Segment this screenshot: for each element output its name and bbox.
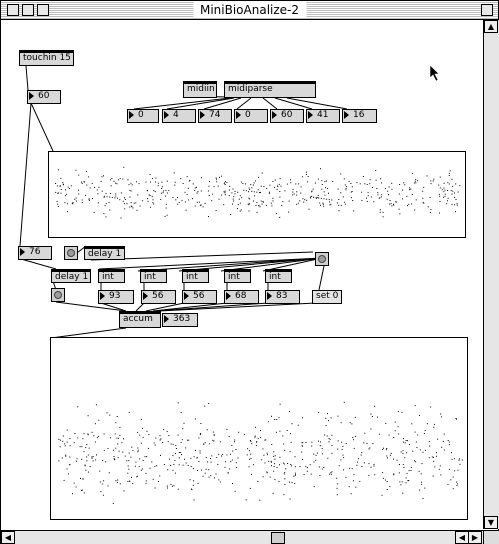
- accum-number-box[interactable]: 363: [162, 313, 198, 327]
- delay-object-left[interactable]: delay 1: [51, 269, 91, 283]
- int-number-box[interactable]: 56: [141, 290, 176, 304]
- midi-number-box[interactable]: 0: [234, 109, 268, 123]
- set-message-box[interactable]: set 0: [312, 290, 342, 304]
- horizontal-scroll-thumb[interactable]: [271, 532, 285, 544]
- scatter-display-top[interactable]: [48, 151, 466, 238]
- scatter-plot-top: [55, 166, 461, 219]
- int-number-box[interactable]: 83: [265, 290, 300, 304]
- scroll-left-icon[interactable]: ◀: [1, 531, 15, 544]
- title-bar[interactable]: MiniBioAnalize-2: [1, 1, 498, 20]
- delay-object-top[interactable]: delay 1: [84, 246, 125, 260]
- midi-number-box[interactable]: 60: [270, 109, 304, 123]
- midi-number-box[interactable]: 0: [127, 109, 159, 123]
- midi-number-box[interactable]: 41: [306, 109, 340, 123]
- bang-button[interactable]: [315, 252, 329, 266]
- int-object[interactable]: int: [98, 269, 125, 283]
- zoom-box-icon[interactable]: [22, 4, 34, 16]
- touchin-object[interactable]: touchin 15: [19, 50, 74, 66]
- scatter-display-bottom[interactable]: [50, 337, 468, 520]
- scroll-down-icon[interactable]: ▼: [484, 516, 498, 529]
- scatter-plot-bottom: [58, 401, 463, 504]
- bang-button[interactable]: [64, 246, 78, 260]
- int-number-box[interactable]: 68: [224, 290, 259, 304]
- resize-grip-icon[interactable]: [483, 530, 499, 544]
- scroll-left-icon[interactable]: ◀: [455, 531, 469, 544]
- close-box-icon[interactable]: [7, 4, 19, 16]
- vertical-scrollbar[interactable]: ▲ ▼: [483, 20, 499, 529]
- window-title: MiniBioAnalize-2: [192, 2, 307, 18]
- int-object[interactable]: int: [182, 269, 209, 283]
- int-number-box[interactable]: 93: [98, 290, 134, 304]
- number-box-76[interactable]: 76: [18, 246, 52, 260]
- patcher-canvas[interactable]: touchin 15 60 midiin midiparse 0 4 74 0 …: [1, 20, 482, 530]
- horizontal-scrollbar[interactable]: ◀ ◀ ▶: [1, 530, 483, 544]
- accum-object[interactable]: accum: [119, 311, 161, 328]
- midiparse-object[interactable]: midiparse: [224, 81, 316, 98]
- midi-number-box[interactable]: 74: [198, 109, 232, 123]
- midi-number-box[interactable]: 4: [162, 109, 196, 123]
- int-object[interactable]: int: [265, 269, 292, 283]
- touch-number-box[interactable]: 60: [27, 90, 61, 104]
- bang-button[interactable]: [51, 288, 65, 302]
- collapse-box-icon[interactable]: [37, 4, 49, 16]
- mouse-cursor-icon: [429, 64, 440, 82]
- int-object[interactable]: int: [224, 269, 251, 283]
- scroll-up-icon[interactable]: ▲: [484, 20, 498, 33]
- scroll-right-icon[interactable]: ▶: [468, 531, 482, 544]
- midiin-object[interactable]: midiin: [183, 81, 217, 98]
- midi-number-box[interactable]: 16: [342, 109, 377, 123]
- int-object[interactable]: int: [140, 269, 167, 283]
- int-number-box[interactable]: 56: [182, 290, 217, 304]
- window-shade-icon[interactable]: [481, 4, 493, 16]
